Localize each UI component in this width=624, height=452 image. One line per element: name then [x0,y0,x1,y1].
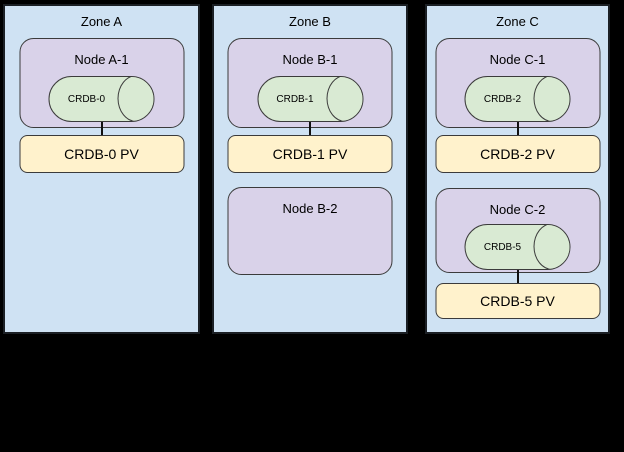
pod-crdb-0-cylinder: CRDB-0 [48,76,155,122]
node-a-1: Node A-1 CRDB-0 [19,38,184,128]
node-c-1: Node C-1 CRDB-2 [435,38,600,128]
zone-c-label: Zone C [496,14,539,29]
pod-crdb-5-label: CRDB-5 [483,241,522,253]
pv-crdb-5-label: CRDB-5 PV [480,293,555,309]
zone-b-label: Zone B [289,14,331,29]
cylinder-cap-icon [533,77,570,121]
node-c-2-label: Node C-2 [489,202,546,217]
connector-line [100,122,103,135]
connector-line [516,270,519,283]
node-a-1-label: Node A-1 [74,52,129,67]
zone-b: Zone B Node B-1 CRDB-1 CRDB-1 PV Node B-… [212,4,408,334]
pod-crdb-2-cylinder: CRDB-2 [464,76,571,122]
zone-a: Zone A Node A-1 CRDB-0 CRDB-0 PV [3,4,200,334]
pv-crdb-2-label: CRDB-2 PV [480,146,555,162]
node-c-2: Node C-2 CRDB-5 [435,188,600,273]
cylinder-cap-icon [326,77,362,121]
pod-crdb-1-label: CRDB-1 [276,93,314,105]
node-b-2: Node B-2 [227,187,393,275]
node-b-1-label: Node B-1 [282,52,338,67]
pv-crdb-5: CRDB-5 PV [435,283,600,319]
pv-crdb-1: CRDB-1 PV [227,135,393,173]
zone-c: Zone C Node C-1 CRDB-2 CRDB-2 PV Node C-… [425,4,610,334]
node-b-2-label: Node B-2 [282,201,338,216]
connector-line [516,122,519,135]
pod-crdb-0-label: CRDB-0 [67,93,106,105]
zone-a-label: Zone A [80,14,123,29]
pv-crdb-2: CRDB-2 PV [435,135,600,173]
node-c-1-label: Node C-1 [489,52,546,67]
cylinder-cap-icon [533,225,570,269]
pv-crdb-0: CRDB-0 PV [19,135,184,173]
cylinder-cap-icon [117,77,154,121]
pod-crdb-1-cylinder: CRDB-1 [257,76,363,122]
pv-crdb-0-label: CRDB-0 PV [64,146,139,162]
pod-crdb-2-label: CRDB-2 [483,93,522,105]
node-b-1: Node B-1 CRDB-1 [227,38,393,128]
connector-line [309,122,311,135]
pv-crdb-1-label: CRDB-1 PV [272,146,348,162]
pod-crdb-5-cylinder: CRDB-5 [464,224,571,270]
